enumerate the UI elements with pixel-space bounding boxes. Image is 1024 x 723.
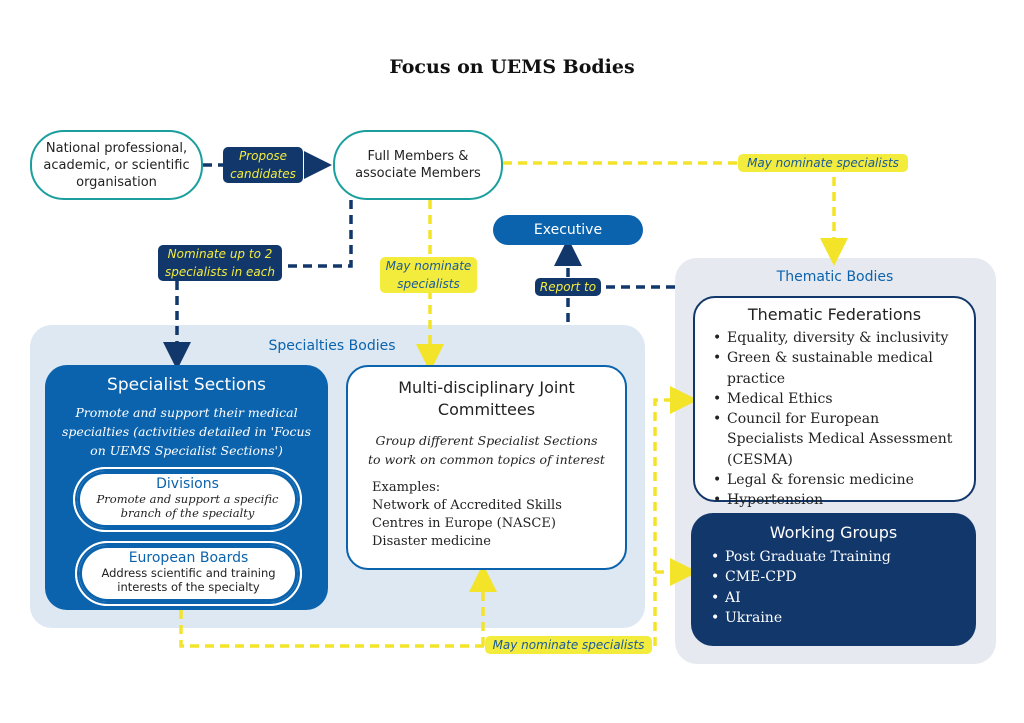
mjc-title: Multi-disciplinary Joint Committees [398,378,575,419]
european-boards-node: European Boards Address scientific and t… [75,541,302,606]
thematic-bodies-title: Thematic Bodies [776,269,894,285]
executive-node: Executive [493,215,643,245]
mjc-examples-label: Examples: [372,480,441,495]
report-to-label: Report to [535,278,601,296]
specialties-bodies-title: Specialties Bodies [268,338,396,354]
thematic-federations-node: Thematic Federations Equality, diversity… [693,296,976,511]
mjc-example: Disaster medicine [372,534,491,549]
mjc-node: Multi-disciplinary Joint Committees Grou… [346,365,627,570]
members-node: Full Members & associate Members [333,130,503,200]
working-group-item: Post Graduate Training [707,547,960,568]
federation-item: Green & sustainable medical practice [709,348,960,389]
federation-item: Legal & forensic medicine [709,470,960,491]
divisions-desc: Promote and support a specific branch of… [96,492,279,520]
may-nominate-mjc-label: May nominate specialists [380,257,477,293]
nominate-up-to-label: Nominate up to 2 specialists in each [158,245,282,281]
page-title: Focus on UEMS Bodies [389,56,635,78]
federation-item: Medical Ethics [709,389,960,410]
mjc-example: Network of Accredited Skills Centres in … [372,498,562,531]
federation-item: Equality, diversity & inclusivity [709,328,960,349]
mjc-desc: Group different Specialist Sections to w… [368,433,605,467]
federation-item: Hypertension [709,490,960,511]
european-boards-title: European Boards [128,550,249,566]
working-groups-node: Working Groups Post Graduate Training CM… [691,513,976,646]
divisions-title: Divisions [156,476,219,492]
may-nominate-thematic-label: May nominate specialists [738,154,908,172]
working-group-item: CME-CPD [707,567,960,588]
propose-candidates-label: Propose candidates [223,147,303,183]
federation-item: Council for European Specialists Medical… [709,409,960,470]
european-boards-desc: Address scientific and training interest… [101,566,276,594]
specialist-sections-title: Specialist Sections [107,375,266,395]
working-group-item: AI [707,588,960,609]
working-groups-title: Working Groups [769,523,898,542]
thematic-federations-title: Thematic Federations [747,305,922,324]
may-nominate-bottom-label: May nominate specialists [485,636,652,654]
connector-sections-bottom [179,386,698,648]
divisions-node: Divisions Promote and support a specific… [73,467,302,532]
specialist-sections-desc: Promote and support their medical specia… [62,405,311,458]
working-group-item: Ukraine [707,608,960,629]
national-organisation-node: National professional, academic, or scie… [30,130,203,200]
